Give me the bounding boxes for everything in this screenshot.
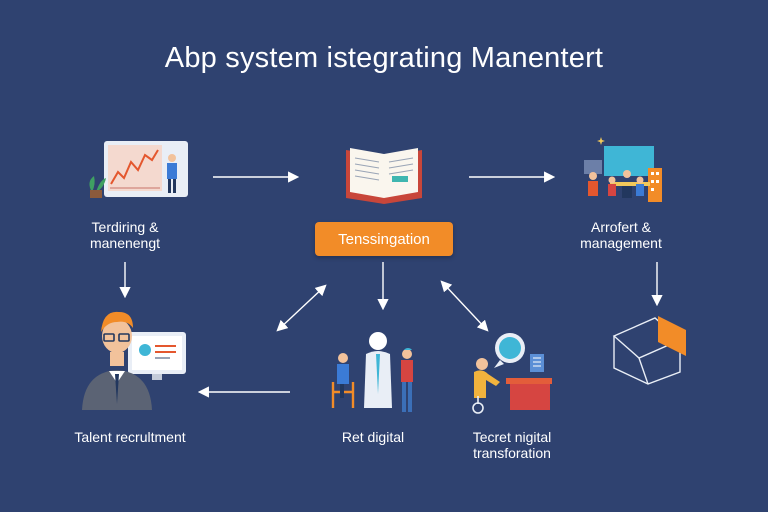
person-at-desk-chat-icon xyxy=(472,333,552,414)
arrow-center-diag-left xyxy=(276,284,327,332)
center-node-pill: Tenssingation xyxy=(315,222,453,256)
page-title: Abp system istegrating Manentert xyxy=(164,42,604,74)
open-book-icon xyxy=(346,148,422,204)
node-label-bottom-center: Ret digital xyxy=(341,429,405,445)
cube-box-icon xyxy=(612,316,686,385)
connector-arrows xyxy=(119,171,663,398)
node-label-top-right: Arrofert & management xyxy=(580,219,662,251)
recruiter-at-monitor-icon xyxy=(82,311,186,410)
team-people-icon xyxy=(331,332,413,412)
node-label-bottom-right: Tecret nigital transforation xyxy=(472,429,552,461)
presentation-chart-icon xyxy=(89,141,188,198)
node-label-top-left: Terdiring & manenengt xyxy=(89,219,161,251)
center-node-label: Tenssingation xyxy=(338,230,430,248)
team-meeting-icon xyxy=(584,137,662,202)
arrow-center-diag-right xyxy=(440,280,489,332)
node-label-bottom-left: Talent recrultment xyxy=(74,429,186,445)
